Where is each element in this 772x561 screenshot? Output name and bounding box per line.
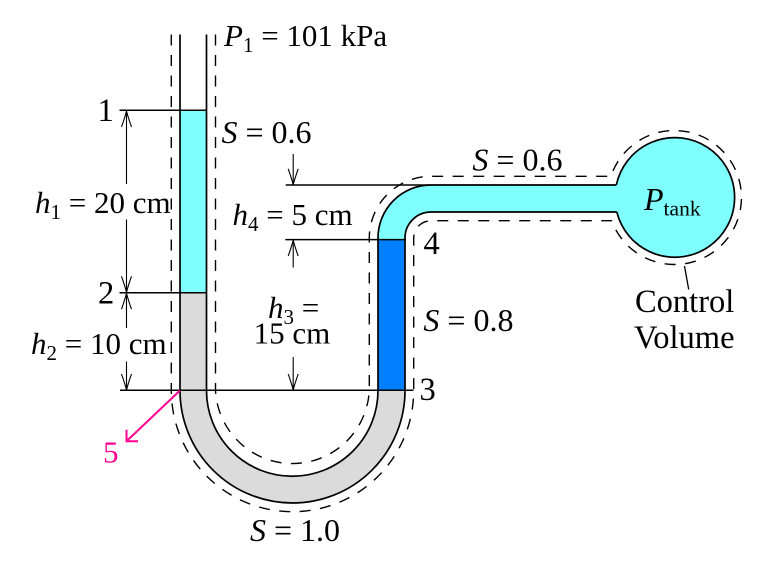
svg-text:P1 = 101 kPa: P1 = 101 kPa [223,18,387,57]
svg-text:4: 4 [424,226,440,262]
svg-text:Ptank: Ptank [643,181,701,221]
svg-text:Control: Control [635,284,734,320]
svg-text:3: 3 [420,372,436,408]
svg-text:h4 = 5 cm: h4 = 5 cm [233,197,353,236]
svg-text:15 cm: 15 cm [254,316,331,351]
svg-text:S = 0.6: S = 0.6 [472,142,562,178]
svg-text:5: 5 [103,435,119,470]
svg-text:2: 2 [98,276,114,312]
svg-text:S = 1.0: S = 1.0 [250,512,340,548]
svg-text:h1 = 20 cm: h1 = 20 cm [35,185,171,224]
svg-text:h3 =: h3 = [268,290,319,329]
svg-text:S = 0.8: S = 0.8 [423,302,513,338]
svg-text:S = 0.6: S = 0.6 [222,114,312,150]
svg-text:h2 = 10 cm: h2 = 10 cm [31,326,167,365]
svg-text:1: 1 [98,93,114,129]
svg-text:Volume: Volume [634,320,735,356]
